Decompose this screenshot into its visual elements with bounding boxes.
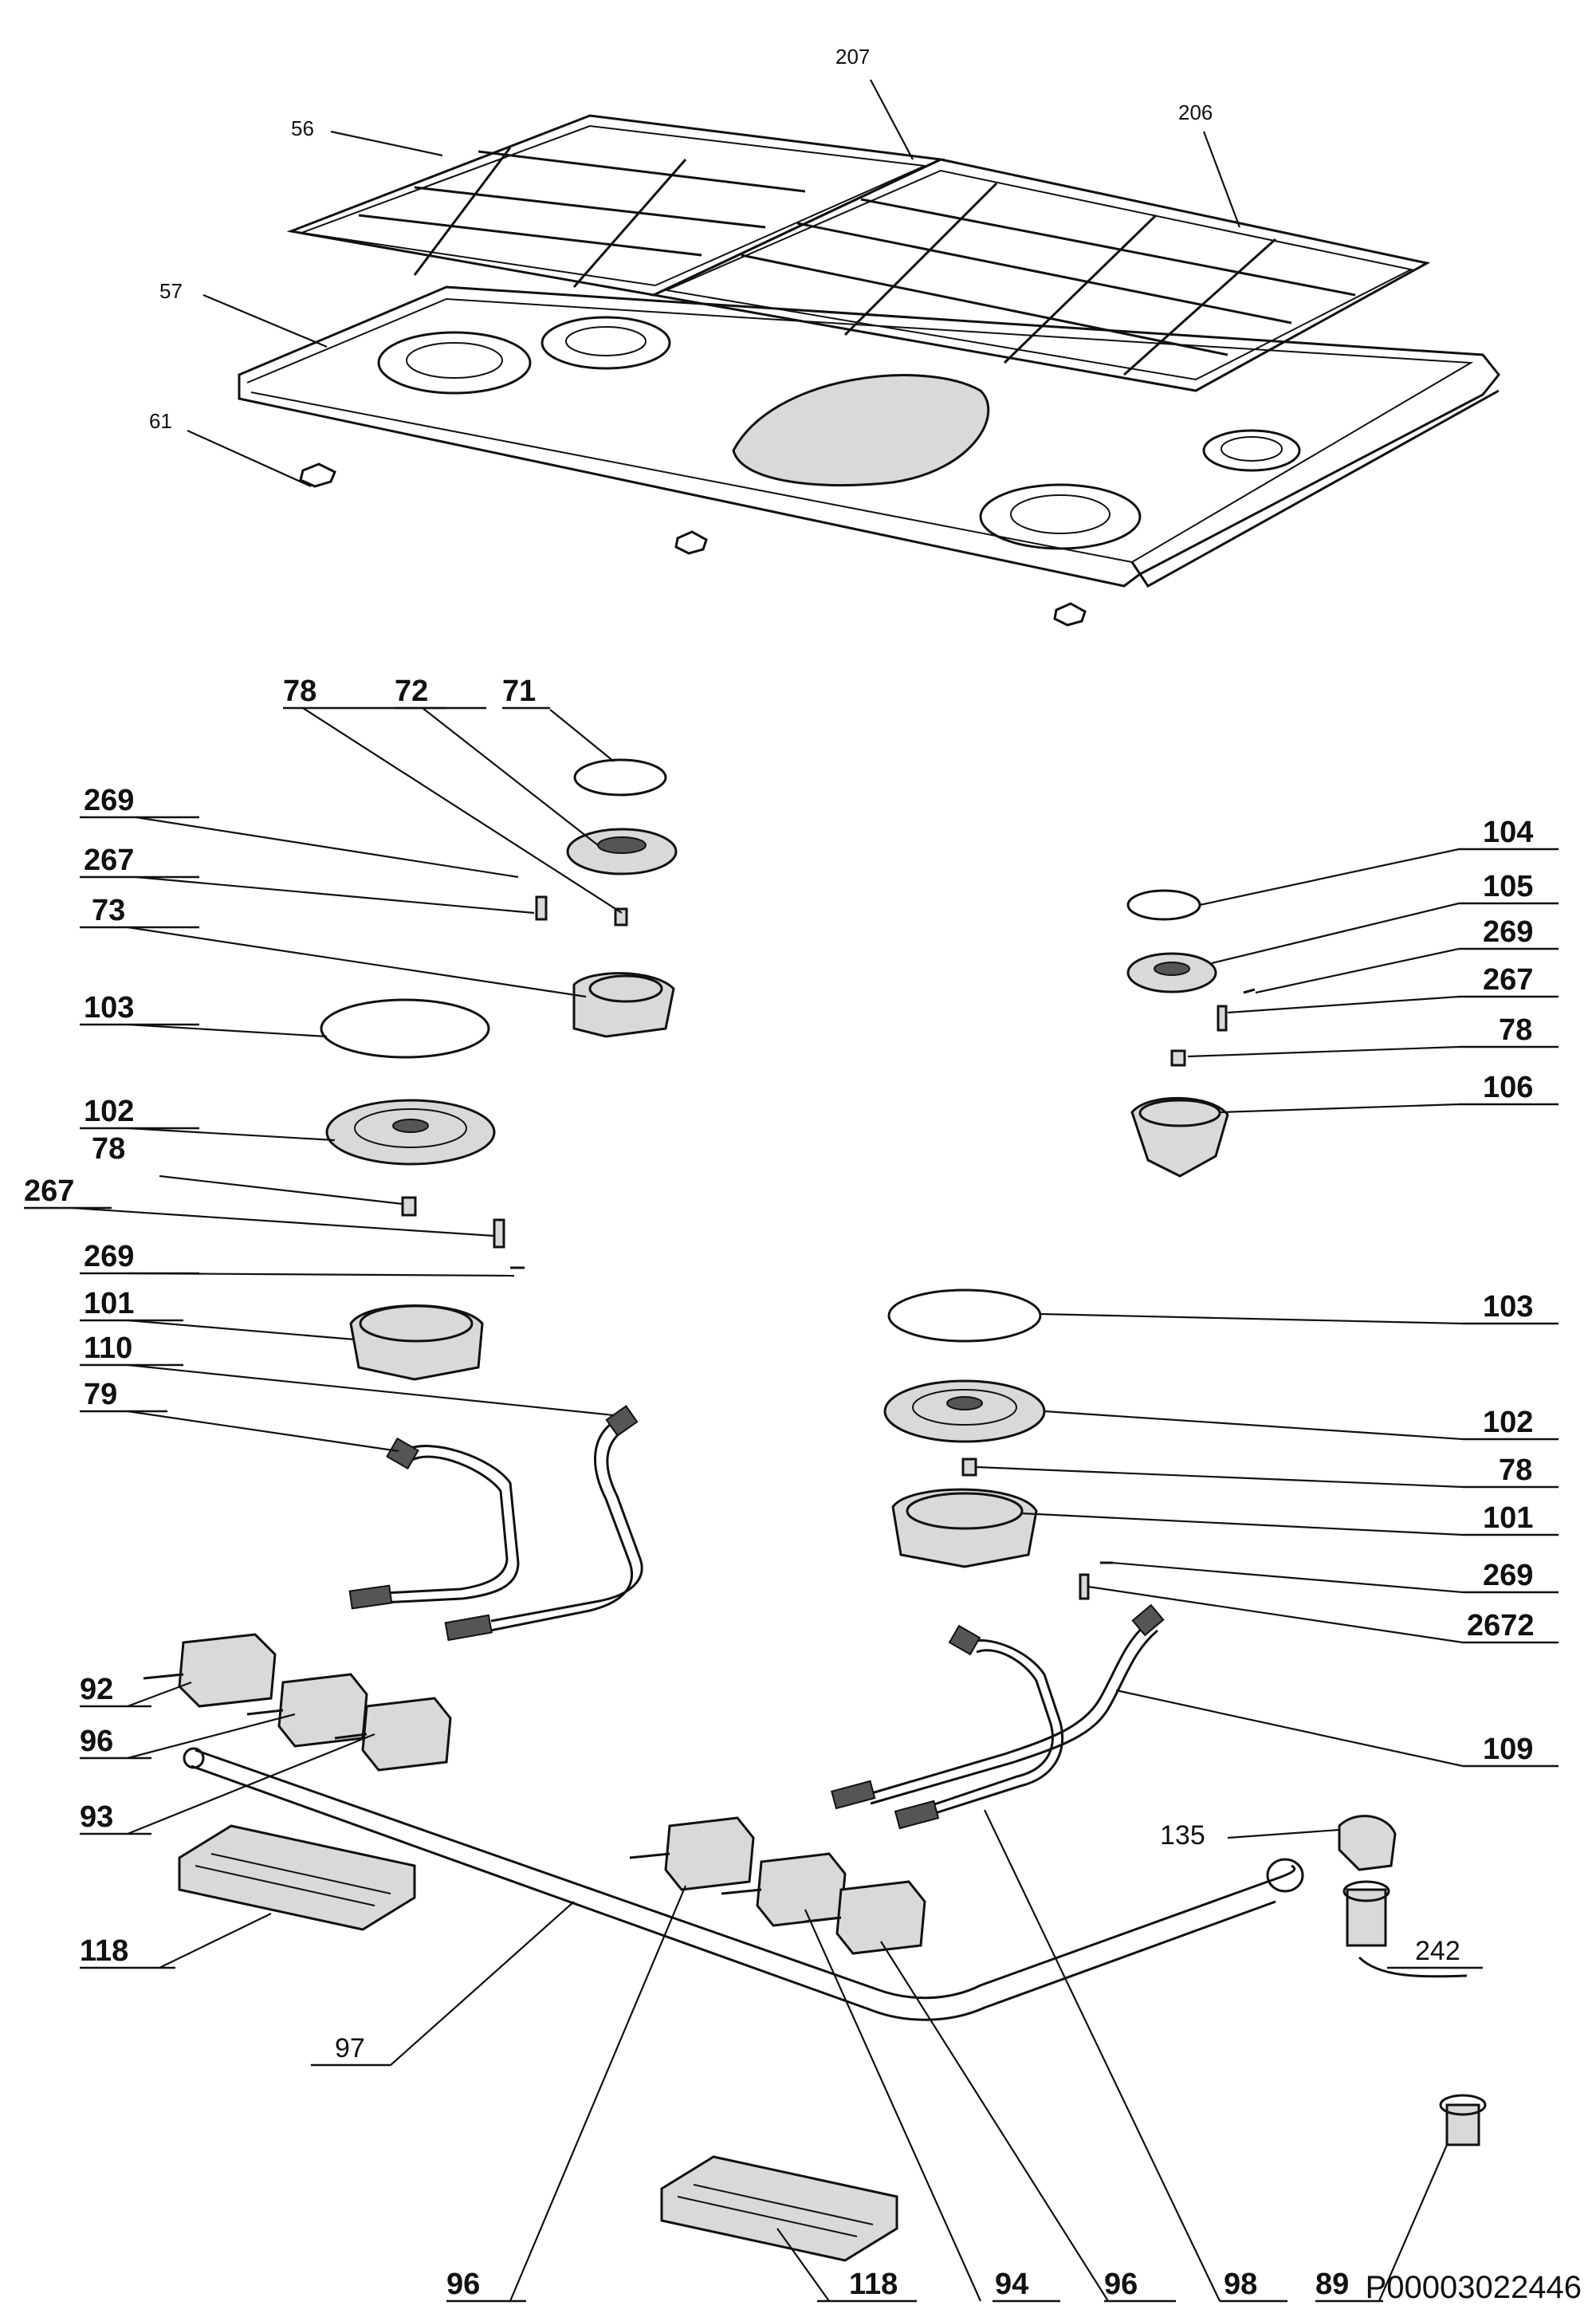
burner-auxiliary-left	[535, 758, 678, 1038]
label-102b: 102	[1483, 1406, 1534, 1439]
label-269c: 269	[1483, 915, 1534, 949]
label-267c: 267	[1483, 963, 1534, 997]
label-57: 57	[159, 279, 183, 303]
label-101a: 101	[84, 1287, 135, 1320]
burner-rapid-right	[883, 1288, 1113, 1600]
burner-rapid-left	[320, 998, 525, 1381]
label-206: 206	[1178, 100, 1213, 124]
label-72: 72	[395, 675, 429, 708]
heat-shields	[178, 1824, 898, 2262]
label-110: 110	[84, 1332, 133, 1365]
label-98: 98	[1224, 2268, 1258, 2301]
label-96c: 96	[1104, 2268, 1138, 2301]
inlet-fittings	[1338, 1815, 1487, 2146]
pan-supports	[286, 114, 1431, 392]
feet-clips	[299, 462, 1087, 627]
label-118a: 118	[80, 1934, 129, 1968]
label-97: 97	[335, 2033, 365, 2063]
label-2672: 2672	[1467, 1609, 1535, 1642]
label-207: 207	[835, 45, 871, 69]
label-89: 89	[1315, 2268, 1350, 2301]
leader-lines	[24, 79, 1559, 2303]
label-242: 242	[1415, 1936, 1460, 1966]
label-103a: 103	[84, 991, 135, 1025]
burner-auxiliary-right	[1126, 889, 1256, 1178]
label-92: 92	[80, 1673, 114, 1706]
label-96a: 96	[80, 1725, 114, 1758]
label-109: 109	[1483, 1733, 1534, 1766]
drawing-code: P00003022446	[1365, 2270, 1582, 2305]
label-105: 105	[1483, 870, 1534, 903]
label-56: 56	[291, 116, 314, 140]
label-78c: 78	[1499, 1013, 1533, 1047]
label-61: 61	[149, 409, 172, 433]
label-267a: 267	[84, 844, 135, 877]
gas-pipes-right	[831, 1603, 1165, 1830]
label-71: 71	[502, 675, 537, 708]
label-78a: 78	[283, 675, 317, 708]
label-96b: 96	[446, 2268, 481, 2301]
gas-valves-right	[629, 1816, 926, 1955]
gas-valves-left	[143, 1633, 452, 1772]
label-79: 79	[84, 1378, 118, 1411]
label-103b: 103	[1483, 1290, 1534, 1324]
label-106: 106	[1483, 1071, 1534, 1104]
label-93: 93	[80, 1800, 114, 1834]
label-94: 94	[995, 2268, 1029, 2301]
label-102a: 102	[84, 1095, 135, 1128]
label-73: 73	[92, 894, 126, 927]
gas-rail	[183, 1747, 1304, 2021]
label-269b: 269	[84, 1240, 135, 1273]
label-101b: 101	[1483, 1501, 1534, 1535]
label-269a: 269	[84, 784, 135, 817]
label-135: 135	[1160, 1820, 1205, 1851]
gas-pipes-left	[348, 1405, 643, 1642]
label-267b: 267	[24, 1174, 75, 1208]
label-104: 104	[1483, 816, 1534, 849]
hob-plate	[238, 285, 1500, 588]
label-269d: 269	[1483, 1559, 1534, 1592]
label-78d: 78	[1499, 1454, 1533, 1487]
label-118b: 118	[849, 2268, 898, 2301]
label-78b: 78	[92, 1132, 126, 1166]
